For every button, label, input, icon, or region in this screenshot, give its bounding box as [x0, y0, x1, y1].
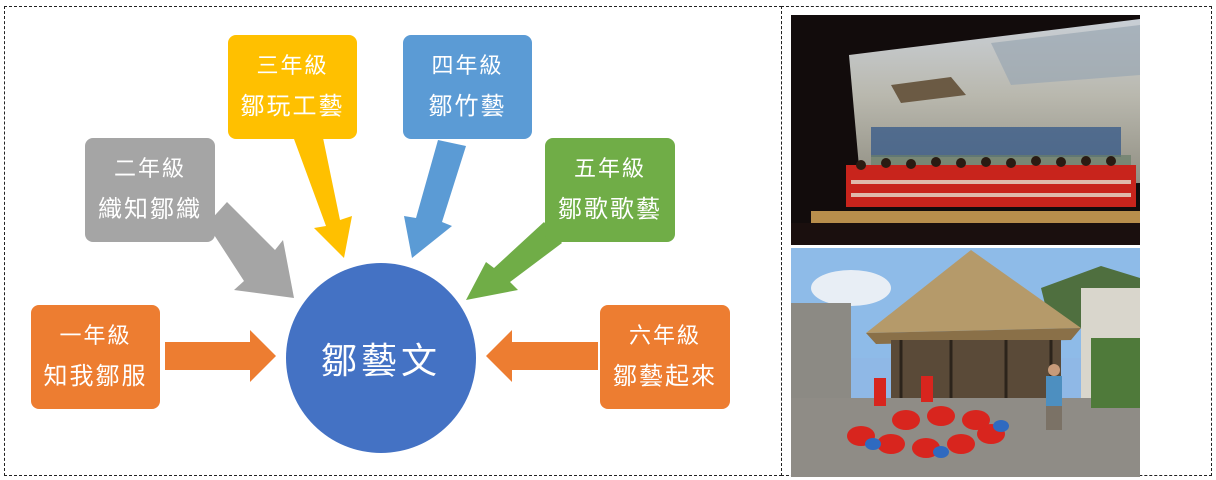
grade-3-box: 三年級 鄒玩工藝 — [228, 35, 357, 139]
grade-6-box: 六年級 鄒藝起來 — [600, 305, 730, 409]
arrow-grade-5 — [466, 222, 562, 300]
grade-4-box: 四年級 鄒竹藝 — [403, 35, 532, 139]
center-circle: 鄒藝文 — [286, 263, 476, 453]
grade-3-theme: 鄒玩工藝 — [240, 91, 345, 120]
arrow-grade-4 — [404, 140, 466, 258]
grade-4-label: 四年級 — [431, 53, 504, 79]
hut-dance-photo — [791, 248, 1140, 477]
grade-2-box: 二年級 織知鄒織 — [85, 138, 215, 242]
grade-3-label: 三年級 — [256, 53, 329, 79]
grade-6-label: 六年級 — [628, 323, 701, 349]
grade-2-label: 二年級 — [113, 156, 186, 182]
arrow-grade-1 — [165, 330, 276, 382]
grade-2-theme: 織知鄒織 — [98, 194, 202, 223]
arrow-grade-6 — [486, 330, 598, 382]
grade-5-theme: 鄒歌歌藝 — [558, 194, 662, 223]
arrows-layer — [165, 133, 598, 382]
grade-5-box: 五年級 鄒歌歌藝 — [545, 138, 675, 242]
grade-5-label: 五年級 — [573, 156, 646, 182]
grade-6-theme: 鄒藝起來 — [613, 361, 717, 390]
arrow-grade-3 — [294, 133, 352, 258]
grade-1-label: 一年級 — [59, 323, 132, 349]
stage-performance-photo — [791, 15, 1140, 245]
grade-1-box: 一年級 知我鄒服 — [31, 305, 160, 409]
arrow-grade-2 — [207, 202, 294, 298]
grade-1-theme: 知我鄒服 — [43, 361, 148, 390]
grade-4-theme: 鄒竹藝 — [428, 91, 507, 120]
